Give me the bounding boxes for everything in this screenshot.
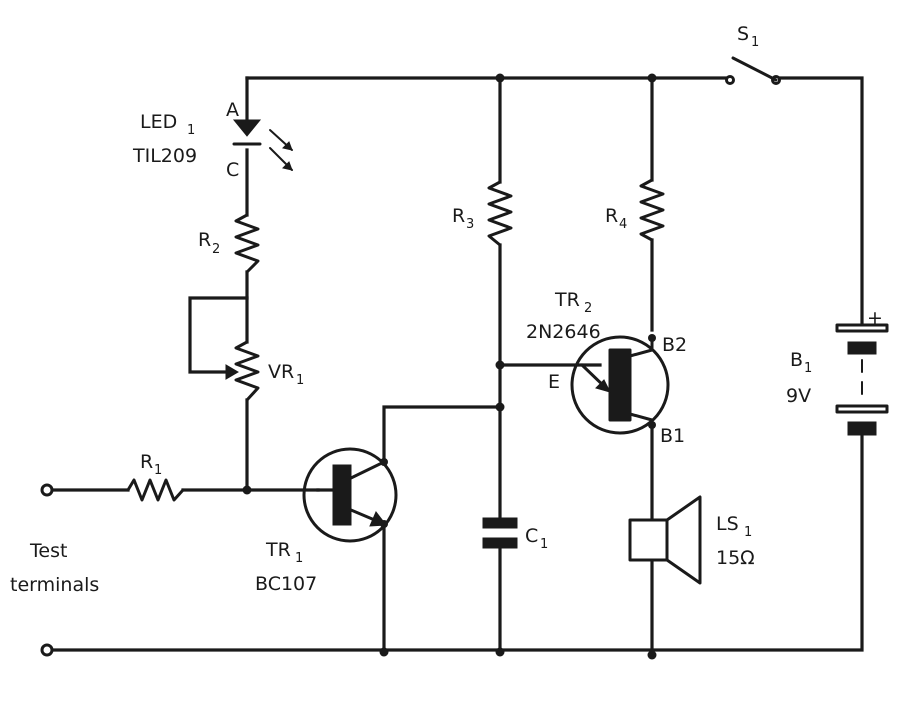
s1-label-sub: 1 (751, 35, 759, 50)
r3-label: R (452, 205, 465, 227)
c1-label-sub: 1 (540, 537, 548, 552)
vr1-label: VR (268, 361, 294, 383)
tr2-label: TR (554, 289, 580, 311)
ls1-label: LS (716, 513, 739, 535)
led-symbol (232, 119, 293, 171)
b1-plus-label: + (867, 307, 883, 329)
led-label: LED (140, 111, 177, 133)
vr1-label-sub: 1 (296, 373, 304, 388)
wires (50, 76, 864, 657)
ls1-value-label: 15Ω (716, 547, 755, 569)
r4-resistor (639, 178, 665, 242)
junction-dots (242, 73, 657, 660)
led-part-label: TIL209 (132, 145, 197, 167)
r1-label-sub: 1 (154, 463, 162, 478)
c1-capacitor (482, 517, 518, 549)
r1-resistor (126, 478, 185, 502)
tr1-label: TR (265, 539, 291, 561)
tr2-b2-label: B2 (662, 334, 687, 356)
tr1-part-label: BC107 (255, 573, 317, 595)
led-label-sub: 1 (187, 123, 195, 138)
r4-label-sub: 4 (619, 217, 627, 232)
r3-label-sub: 3 (466, 217, 474, 232)
b1-battery (835, 323, 889, 436)
b1-value-label: 9V (786, 385, 811, 407)
tr2-e-label: E (548, 371, 560, 393)
test-label: Test (29, 540, 67, 562)
c1-label: C (525, 525, 538, 547)
ls1-speaker (628, 495, 702, 585)
r1-label: R (140, 451, 153, 473)
tr2-part-label: 2N2646 (526, 321, 601, 343)
tr2-label-sub: 2 (584, 301, 592, 316)
b1-label: B (790, 349, 803, 371)
r2-resistor (234, 213, 260, 274)
r2-label: R (198, 229, 211, 251)
tr2-ujt (570, 335, 670, 435)
s1-label: S (737, 23, 749, 45)
r2-label-sub: 2 (212, 242, 220, 257)
terminals-label: terminals (10, 574, 99, 596)
tr2-b1-label: B1 (660, 425, 685, 447)
ls1-label-sub: 1 (744, 525, 752, 540)
r3-resistor (487, 180, 513, 247)
led-cathode-label: C (226, 159, 239, 181)
vr1-potentiometer (225, 340, 260, 402)
b1-label-sub: 1 (804, 361, 812, 376)
tr1-transistor (302, 447, 398, 543)
s1-switch (725, 56, 781, 85)
labels: LED 1 TIL209 A C R 2 VR 1 R 1 TR 1 BC107… (10, 23, 883, 596)
led-anode-label: A (226, 99, 239, 121)
test-terminals (40, 483, 54, 657)
tr1-label-sub: 1 (295, 551, 303, 566)
r4-label: R (605, 205, 618, 227)
